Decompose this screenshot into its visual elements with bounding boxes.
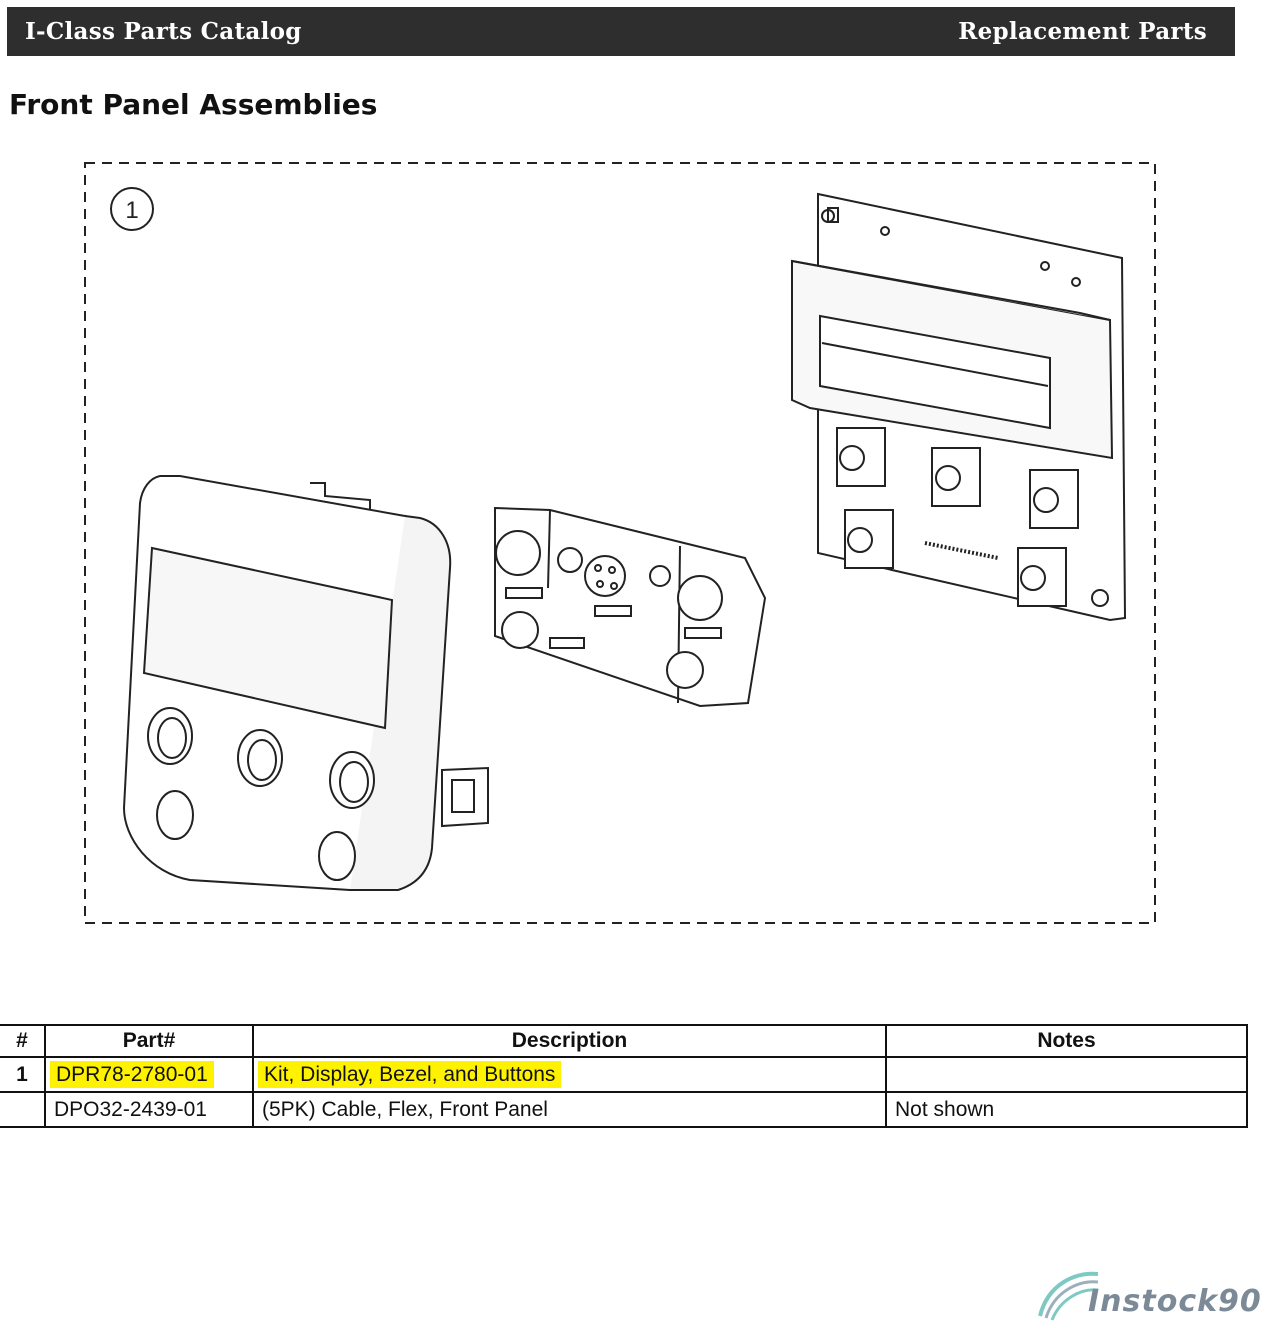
- part-notes: [885, 1056, 1248, 1093]
- description-cell: (5PK) Cable, Flex, Front Panel: [252, 1091, 887, 1128]
- table-row: 1 DPR78-2780-01 Kit, Display, Bezel, and…: [0, 1056, 1248, 1093]
- callout-number: 1: [125, 197, 138, 224]
- description-cell: Kit, Display, Bezel, and Buttons: [252, 1056, 887, 1093]
- exploded-parts-diagram: 1: [80, 158, 1162, 930]
- section-title: Replacement Parts: [958, 18, 1207, 45]
- parts-table: # Part# Description Notes 1 DPR78-2780-0…: [0, 1024, 1248, 1128]
- header-notes: Notes: [885, 1024, 1248, 1058]
- catalog-header: I-Class Parts Catalog Replacement Parts: [7, 7, 1235, 56]
- part-number: DPO32-2439-01: [54, 1097, 207, 1121]
- catalog-title: I-Class Parts Catalog: [25, 18, 302, 45]
- part-cell: DPO32-2439-01: [44, 1091, 254, 1128]
- header-description: Description: [252, 1024, 887, 1058]
- part-description: Kit, Display, Bezel, and Buttons: [258, 1060, 562, 1088]
- logo-text: Instock90: [1088, 1284, 1262, 1319]
- diagram-frame: [84, 162, 1156, 924]
- part-description: (5PK) Cable, Flex, Front Panel: [262, 1097, 548, 1121]
- row-num: 1: [0, 1056, 46, 1093]
- header-part: Part#: [44, 1024, 254, 1058]
- table-row: DPO32-2439-01 (5PK) Cable, Flex, Front P…: [0, 1091, 1248, 1128]
- bezel-drawing: [122, 475, 489, 892]
- button-membrane-drawing: [494, 506, 767, 708]
- instock-logo: Instock90: [1030, 1262, 1280, 1329]
- callout-marker: 1: [110, 187, 154, 231]
- part-cell: DPR78-2780-01: [44, 1056, 254, 1093]
- page-title: Front Panel Assemblies: [9, 88, 378, 121]
- part-number: DPR78-2780-01: [50, 1060, 214, 1088]
- row-num: [0, 1091, 46, 1128]
- display-pcb-drawing: [791, 192, 1127, 622]
- part-notes: Not shown: [885, 1091, 1248, 1128]
- header-num: #: [0, 1024, 46, 1058]
- swoosh-icon: [1038, 1271, 1099, 1321]
- table-header-row: # Part# Description Notes: [0, 1024, 1248, 1058]
